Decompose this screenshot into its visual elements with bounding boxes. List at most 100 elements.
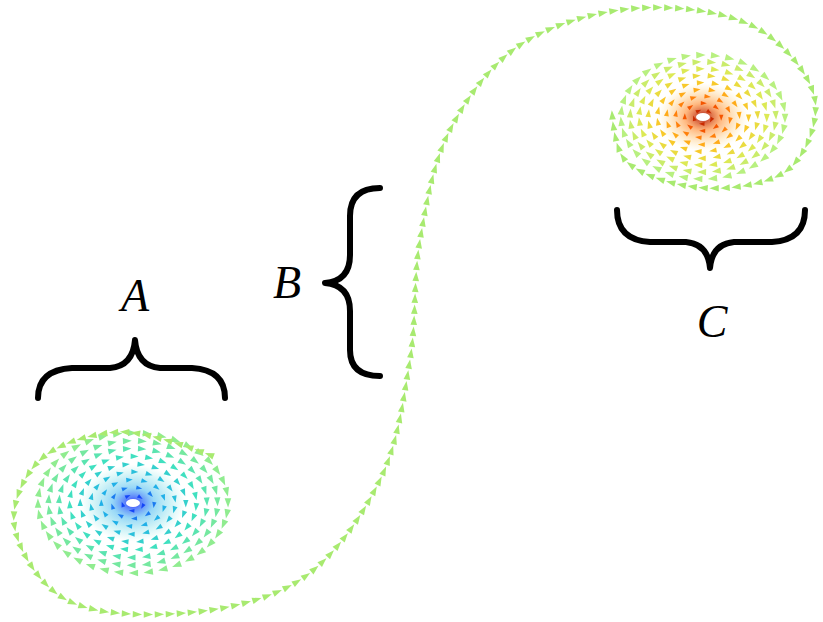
flow-arrow (192, 513, 198, 521)
flow-arrow (142, 433, 152, 439)
flow-arrow (412, 272, 419, 282)
flow-arrow (214, 497, 220, 506)
flow-arrow (112, 554, 121, 560)
flow-arrow (121, 488, 127, 492)
flow-arrow (411, 305, 418, 314)
flow-arrow (218, 476, 225, 486)
flow-arrow (576, 16, 586, 22)
flow-arrow (417, 228, 424, 238)
flow-arrow (101, 489, 107, 496)
flow-arrow (172, 560, 182, 566)
flow-arrow (706, 109, 712, 114)
flow-arrow (659, 97, 666, 105)
flow-arrow (641, 79, 650, 87)
flow-arrow (79, 488, 84, 496)
flow-arrow (67, 490, 72, 498)
flow-arrow (812, 107, 819, 117)
flow-arrow (173, 506, 178, 513)
flow-arrow (93, 484, 99, 491)
flow-arrow (252, 598, 262, 604)
flow-arrow (711, 66, 720, 72)
flow-arrow (683, 140, 690, 145)
flow-arrow (135, 546, 143, 552)
flow-arrow (781, 124, 787, 134)
flow-arrow (142, 529, 149, 534)
flow-arrow (720, 184, 730, 191)
flow-arrow (698, 185, 708, 192)
flow-arrow (58, 464, 66, 473)
flow-arrow (121, 539, 129, 544)
flow-arrow (158, 565, 168, 571)
flow-arrow (613, 132, 619, 142)
flow-arrow (756, 91, 763, 100)
flow-arrow (761, 142, 769, 151)
flow-arrow (172, 495, 177, 502)
flow-arrow (128, 532, 135, 537)
flow-arrow (207, 475, 214, 484)
flow-arrow (152, 448, 161, 454)
flow-arrow (669, 89, 677, 95)
vortex-core (81, 465, 186, 542)
flow-arrow (642, 5, 651, 12)
flow-arrow (62, 550, 72, 558)
flow-arrow (793, 157, 802, 166)
flow-arrow (398, 403, 404, 413)
flow-arrow (241, 601, 251, 607)
flow-arrow (45, 494, 51, 503)
flow-arrow (764, 88, 771, 97)
flow-arrow (93, 445, 102, 451)
flow-arrow (808, 85, 814, 95)
flow-arrow (144, 568, 154, 575)
flow-arrow (626, 139, 634, 149)
flow-arrow (767, 33, 776, 41)
flow-arrow (668, 139, 676, 145)
flow-arrow (83, 532, 91, 539)
flow-arrow (721, 61, 730, 67)
flow-arrow (39, 453, 48, 462)
flow-arrow (309, 566, 318, 575)
flow-arrow (783, 48, 792, 57)
flow-arrow (763, 124, 769, 133)
flow-arrow (129, 509, 135, 513)
region-label: B (273, 260, 301, 306)
flow-arrow (664, 109, 669, 116)
flow-arrow (122, 462, 130, 467)
flow-arrow (141, 478, 148, 482)
flow-arrow (679, 92, 686, 97)
flow-arrow (696, 52, 705, 59)
flow-arrow (707, 73, 715, 79)
flow-arrow (726, 164, 735, 170)
flow-arrow (123, 446, 132, 452)
flow-arrow (27, 561, 35, 571)
flow-arrow (122, 610, 132, 617)
flow-arrow (769, 132, 776, 141)
flow-arrow (13, 500, 19, 510)
flow-arrow (166, 611, 175, 618)
flow-arrow (152, 436, 162, 442)
flow-arrow (770, 99, 776, 108)
flow-arrow (53, 541, 62, 550)
flow-arrow (71, 480, 78, 488)
flow-arrow (655, 149, 664, 156)
flow-arrow (137, 494, 143, 499)
flow-arrow (535, 31, 545, 38)
flow-arrow (739, 141, 747, 148)
flow-arrow (182, 510, 187, 518)
flow-arrow (291, 579, 301, 587)
flow-arrow (805, 138, 812, 148)
flow-arrow (21, 552, 28, 562)
flow-arrow (725, 106, 730, 113)
flow-arrow (133, 611, 142, 618)
flow-arrow (301, 573, 311, 581)
flow-arrow (180, 471, 188, 479)
flow-arrow (709, 185, 718, 192)
flow-arrow (325, 550, 334, 559)
flow-arrow (672, 132, 679, 138)
flow-arrow (190, 456, 199, 464)
flow-arrow (694, 162, 703, 168)
flow-arrow (800, 148, 808, 158)
flow-arrow (750, 64, 760, 72)
flow-arrow (333, 542, 342, 551)
flow-arrow (774, 171, 784, 178)
flow-arrow (145, 511, 151, 516)
